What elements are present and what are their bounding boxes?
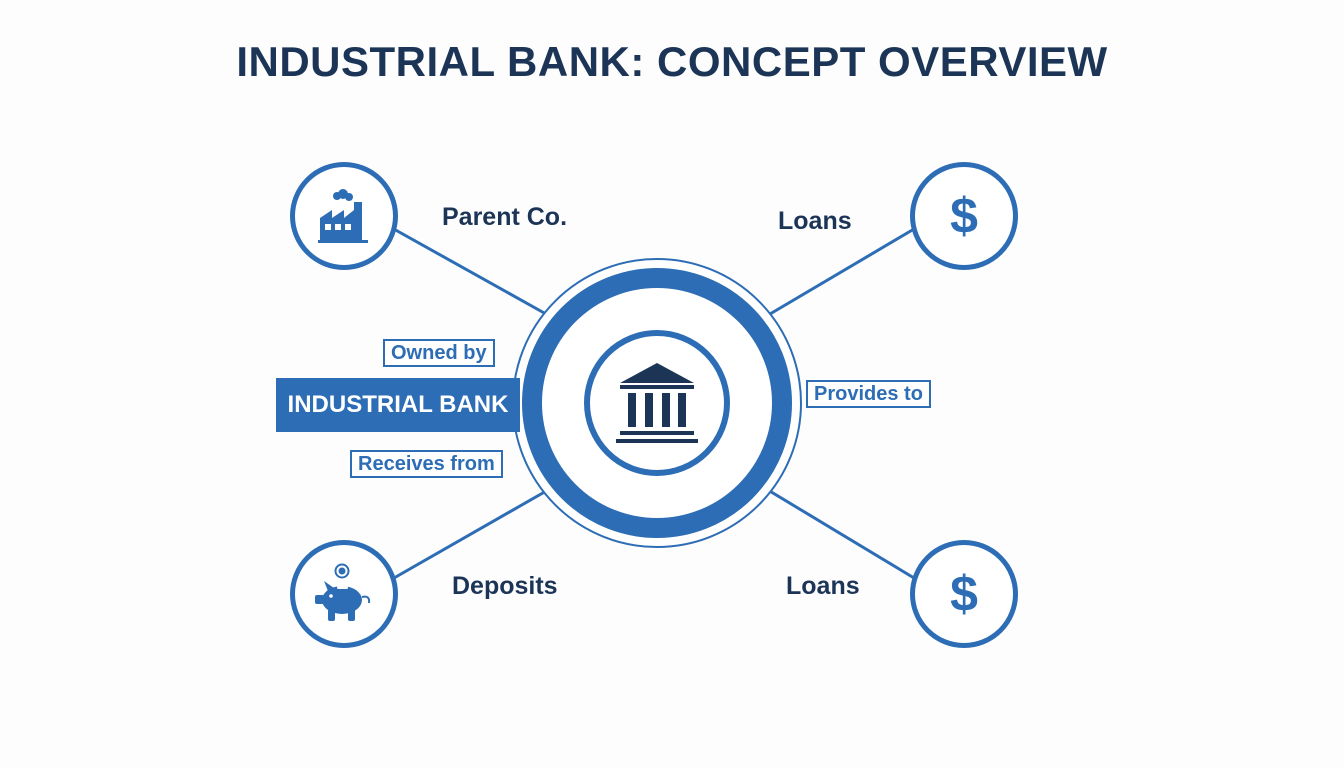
parent-co-label: Parent Co. (442, 203, 568, 231)
deposits-node (290, 540, 398, 648)
dollar-icon: $ (950, 188, 978, 244)
piggy-bank-icon (315, 563, 371, 621)
dollar-icon: $ (950, 566, 978, 622)
owned-by-tag: Owned by (383, 339, 495, 367)
factory-icon (318, 189, 368, 243)
provides-to-tag: Provides to (806, 380, 931, 408)
industrial-bank-hub (584, 330, 730, 476)
connector-loans-bottom (767, 488, 915, 580)
deposits-label: Deposits (452, 572, 558, 600)
connector-loans-top (769, 227, 915, 316)
parent-co-node (290, 162, 398, 270)
connector-deposits (393, 488, 549, 580)
loans-top-node: $ (910, 162, 1018, 270)
connector-parent-co (391, 226, 547, 316)
loans-top-label: Loans (778, 207, 852, 235)
industrial-bank-banner: INDUSTRIAL BANK (276, 378, 520, 432)
loans-bottom-label: Loans (786, 572, 860, 600)
diagram-title: INDUSTRIAL BANK: CONCEPT OVERVIEW (236, 38, 1108, 85)
loans-bottom-node: $ (910, 540, 1018, 648)
receives-from-tag: Receives from (350, 450, 503, 478)
bank-building-icon (616, 363, 698, 443)
